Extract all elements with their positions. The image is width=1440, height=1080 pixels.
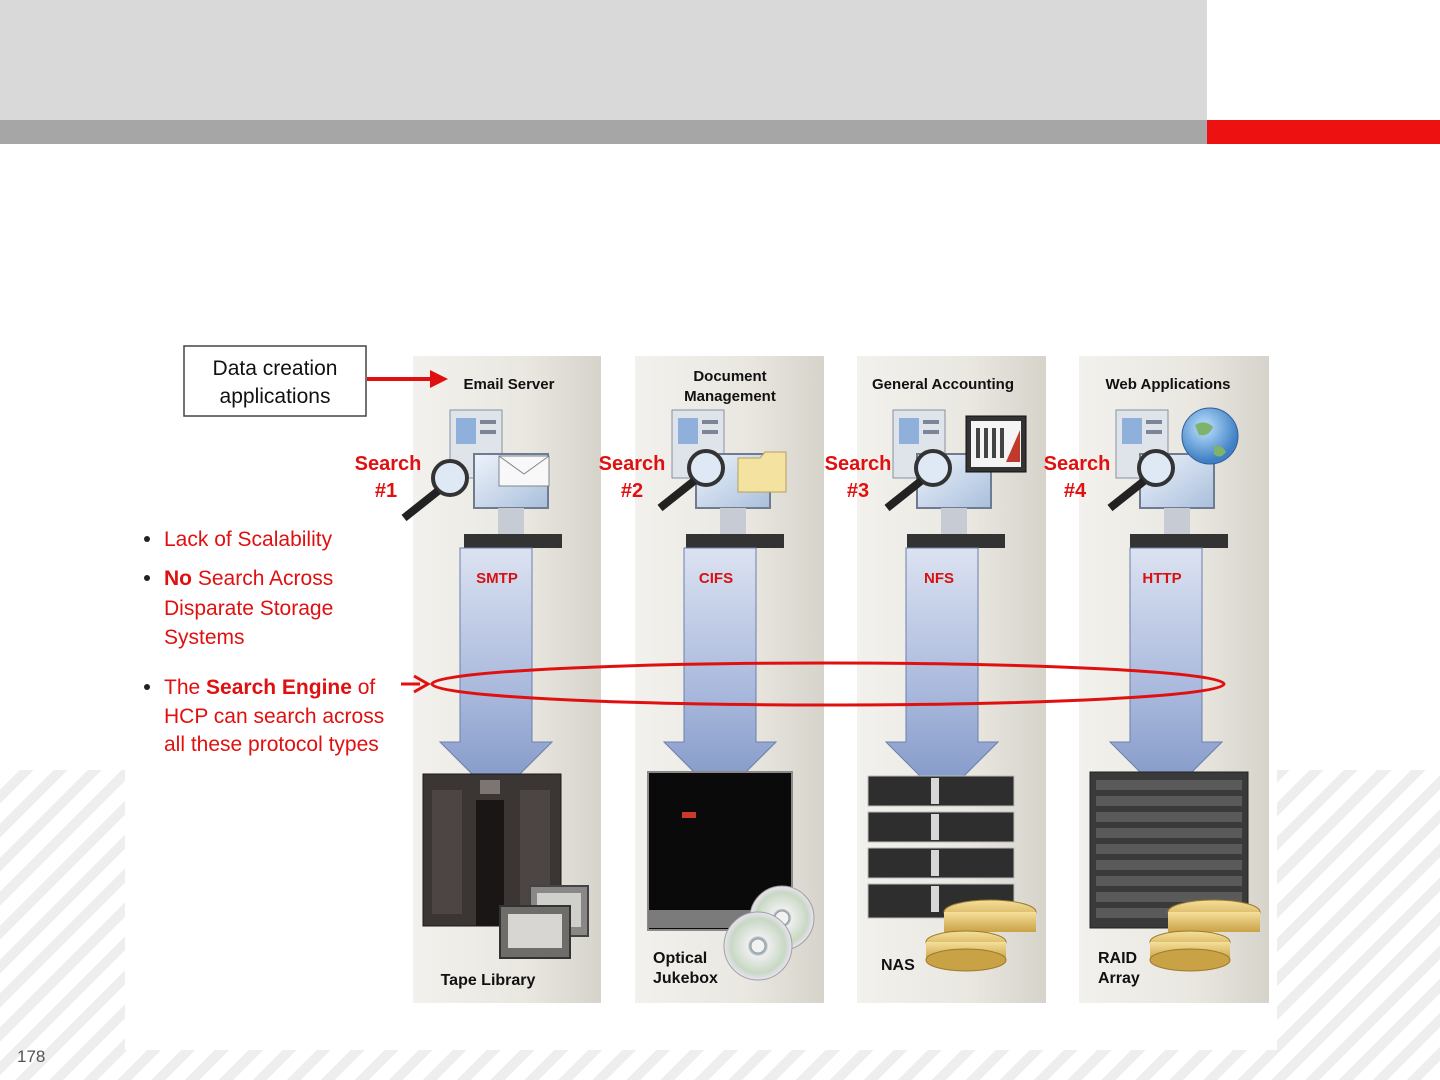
optical-jukebox-icon <box>647 771 815 981</box>
bullet-3-line2: HCP can search across <box>164 705 384 728</box>
creation-arrow-head <box>430 370 448 388</box>
accounting-computer-icon <box>884 409 1005 548</box>
search-engine-arrow-head <box>413 674 432 694</box>
bullet-dot <box>144 684 150 690</box>
storage-label-tape-library: Tape Library <box>441 972 536 989</box>
envelope-icon <box>498 455 550 487</box>
folder-icon <box>737 451 787 493</box>
disk-stack-icon <box>1149 899 1261 972</box>
protocol-arrow-nfs <box>884 547 1000 799</box>
bullet-1-text: Lack of Scalability <box>164 528 333 551</box>
tape-library-icon <box>422 773 589 959</box>
protocol-label-nfs: NFS <box>924 570 954 587</box>
storage-label-optical-line2: Jukebox <box>653 970 718 987</box>
bullet-dot <box>144 536 150 542</box>
app-label-accounting: General Accounting <box>872 376 1014 393</box>
app-label-document-line1: Document <box>693 368 766 385</box>
page-number: 178 <box>17 1047 46 1066</box>
search-label-3-number: #3 <box>847 480 869 502</box>
disk-stack-icon <box>925 899 1037 972</box>
header-grey-bar <box>0 120 1207 144</box>
bullet-2-line2: Disparate Storage <box>164 597 333 620</box>
slide-header-band <box>0 0 1207 120</box>
search-label-2-number: #2 <box>621 480 643 502</box>
app-label-email: Email Server <box>464 376 555 393</box>
document-computer-icon <box>657 409 784 548</box>
protocol-arrow-cifs <box>662 547 778 799</box>
spreadsheet-chart-icon <box>965 415 1027 473</box>
search-label-2-word: Search <box>599 453 666 475</box>
storage-label-optical-line1: Optical <box>653 950 707 967</box>
globe-icon <box>1181 407 1239 465</box>
protocol-label-cifs: CIFS <box>699 570 733 587</box>
search-label-1-number: #1 <box>375 480 397 502</box>
search-label-4-word: Search <box>1044 453 1111 475</box>
data-creation-label-line2: applications <box>220 385 331 408</box>
search-label-1-word: Search <box>355 453 422 475</box>
app-label-document-line2: Management <box>684 388 776 405</box>
protocol-label-http: HTTP <box>1142 570 1181 587</box>
bullet-3-text: The Search Engine of <box>164 676 375 699</box>
data-creation-label-line1: Data creation <box>213 357 338 380</box>
bullet-list: Lack of Scalability No Search Across Dis… <box>144 528 384 756</box>
bullet-3-line3: all these protocol types <box>164 733 379 756</box>
storage-label-raid-line1: RAID <box>1098 950 1137 967</box>
data-creation-box <box>183 345 367 417</box>
protocol-label-smtp: SMTP <box>476 570 518 587</box>
bullet-dot <box>144 575 150 581</box>
storage-label-raid-line2: Array <box>1098 970 1140 987</box>
web-computer-icon <box>1107 409 1228 548</box>
nas-icon <box>867 775 1015 919</box>
bullet-2-line3: Systems <box>164 626 245 649</box>
header-red-accent-bar <box>1207 120 1440 144</box>
app-label-web: Web Applications <box>1105 376 1230 393</box>
search-engine-ellipse <box>430 661 1226 707</box>
search-label-4-number: #4 <box>1064 480 1087 502</box>
bullet-2-text: No Search Across <box>164 567 333 590</box>
search-label-3-word: Search <box>825 453 892 475</box>
storage-label-nas: NAS <box>881 957 915 974</box>
